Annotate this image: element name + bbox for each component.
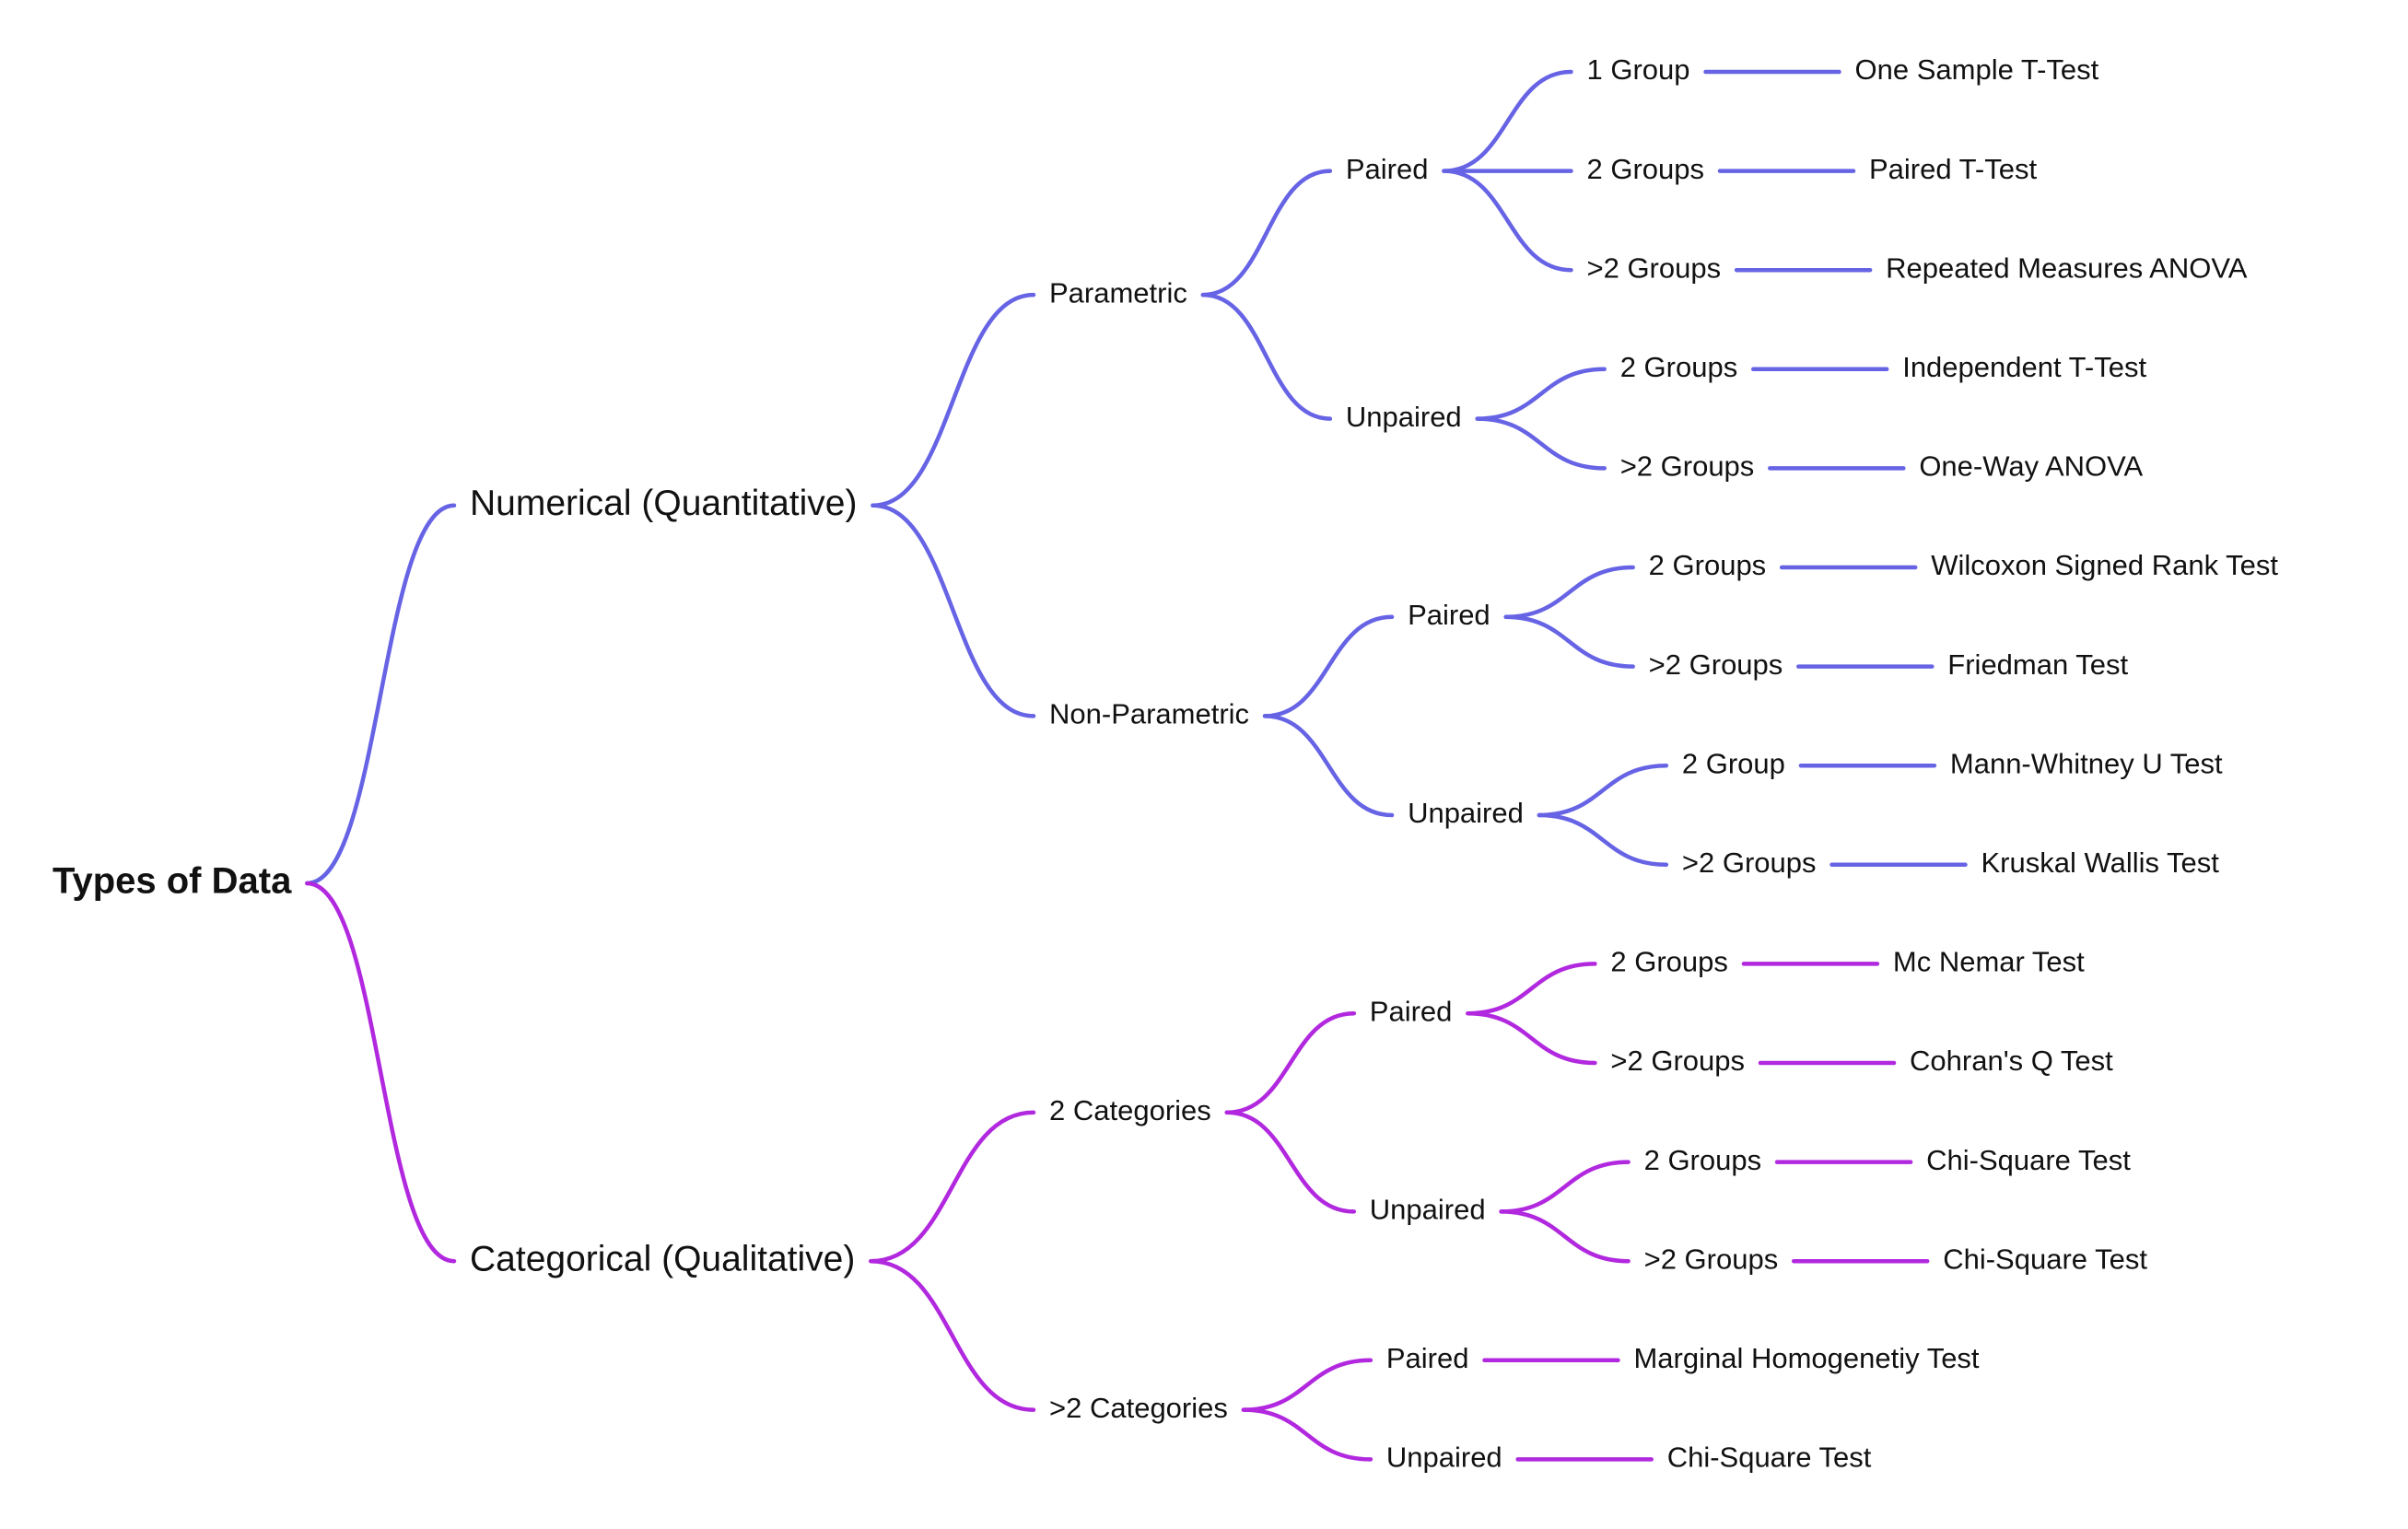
- node-paired: Paired: [1346, 153, 1429, 185]
- node-2-groups: 2 Groups: [1610, 946, 1728, 978]
- connector-types-of-data-to-numerical-quantitative: [305, 503, 457, 886]
- node-mc-nemar-test: Mc Nemar Test: [1893, 946, 2085, 978]
- node-2-groups: 2 Groups: [1644, 1144, 1762, 1176]
- root-node: Types of Data: [53, 861, 292, 902]
- node-friedman-test: Friedman Test: [1947, 648, 2128, 681]
- connector-paired-to-2-groups: [1466, 962, 1597, 1016]
- node-repeated-measures-anova: Repeated Measures ANOVA: [1886, 251, 2248, 284]
- connector-2-categories-to-paired: [1224, 1010, 1357, 1115]
- node-paired: Paired: [1408, 599, 1490, 631]
- node-gt2-groups: >2 Groups: [1610, 1045, 1745, 1077]
- node-parametric: Parametric: [1049, 276, 1187, 309]
- node-gt2-groups: >2 Groups: [1586, 251, 1721, 284]
- node-gt2-groups: >2 Groups: [1620, 450, 1755, 483]
- node-one-sample-t-test: One Sample T-Test: [1855, 53, 2099, 86]
- node-gt2-categories: >2 Categories: [1049, 1392, 1228, 1424]
- mind-map-edges: [305, 69, 1968, 1462]
- node-paired: Paired: [1370, 995, 1453, 1027]
- node-independent-t-test: Independent T-Test: [1902, 351, 2146, 383]
- connector-gt2-categories-to-paired: [1241, 1358, 1373, 1412]
- connector-non-parametric-to-unpaired: [1262, 714, 1395, 818]
- connector-paired-to-1-group: [1442, 69, 1573, 173]
- node-numerical-quantitative: Numerical (Quantitative): [470, 484, 857, 523]
- connector-unpaired-to-gt2-groups: [1475, 416, 1607, 471]
- node-one-way-anova: One-Way ANOVA: [1919, 450, 2143, 483]
- node-2-groups: 2 Groups: [1620, 351, 1738, 383]
- connector-types-of-data-to-categorical-qualitative: [305, 881, 457, 1264]
- node-paired-t-test: Paired T-Test: [1869, 153, 2037, 185]
- node-chi-square-test: Chi-Square Test: [1943, 1243, 2147, 1275]
- node-marginal-homogenetiy-test: Marginal Homogenetiy Test: [1633, 1342, 1979, 1374]
- node-cohran-s-q-test: Cohran's Q Test: [1910, 1045, 2113, 1077]
- node-1-group: 1 Group: [1586, 53, 1689, 86]
- connector-paired-to-gt2-groups: [1442, 169, 1573, 273]
- connector-categorical-qualitative-to-gt2-categories: [869, 1258, 1036, 1412]
- node-2-categories: 2 Categories: [1049, 1094, 1211, 1126]
- connector-unpaired-to-2-groups: [1499, 1160, 1631, 1214]
- connector-paired-to-2-groups: [1503, 565, 1635, 620]
- node-2-group: 2 Group: [1682, 747, 1785, 779]
- node-non-parametric: Non-Parametric: [1049, 698, 1249, 730]
- node-gt2-groups: >2 Groups: [1644, 1243, 1779, 1275]
- node-paired: Paired: [1386, 1342, 1469, 1374]
- node-chi-square-test: Chi-Square Test: [1926, 1144, 2131, 1176]
- connector-parametric-to-paired: [1200, 169, 1333, 298]
- node-unpaired: Unpaired: [1370, 1194, 1486, 1226]
- connector-gt2-categories-to-unpaired: [1241, 1407, 1373, 1462]
- connector-paired-to-gt2-groups: [1503, 614, 1635, 669]
- connector-unpaired-to-gt2-groups: [1537, 812, 1669, 868]
- connector-numerical-quantitative-to-non-parametric: [871, 503, 1036, 718]
- connector-2-categories-to-unpaired: [1224, 1110, 1357, 1214]
- node-chi-square-test: Chi-Square Test: [1667, 1441, 1872, 1474]
- connector-paired-to-gt2-groups: [1466, 1010, 1597, 1066]
- connector-unpaired-to-gt2-groups: [1499, 1209, 1631, 1264]
- node-categorical-qualitative: Categorical (Qualitative): [470, 1239, 855, 1278]
- connector-non-parametric-to-paired: [1262, 614, 1395, 718]
- connector-numerical-quantitative-to-parametric: [871, 292, 1036, 508]
- node-gt2-groups: >2 Groups: [1649, 648, 1783, 681]
- connector-categorical-qualitative-to-2-categories: [869, 1110, 1036, 1264]
- node-unpaired: Unpaired: [1346, 401, 1462, 433]
- connector-parametric-to-unpaired: [1200, 292, 1333, 421]
- node-kruskal-wallis-test: Kruskal Wallis Test: [1981, 846, 2220, 879]
- mind-map-labels: Types of Data Numerical (Quantitative) Par…: [53, 53, 2278, 1473]
- node-mann-whitney-u-test: Mann-Whitney U Test: [1950, 747, 2223, 779]
- node-gt2-groups: >2 Groups: [1682, 846, 1817, 879]
- node-2-groups: 2 Groups: [1586, 153, 1704, 185]
- node-unpaired: Unpaired: [1386, 1441, 1502, 1474]
- node-2-groups: 2 Groups: [1649, 549, 1767, 581]
- connector-unpaired-to-2-group: [1537, 763, 1669, 818]
- node-wilcoxon-signed-rank-test: Wilcoxon Signed Rank Test: [1931, 549, 2278, 581]
- connector-unpaired-to-2-groups: [1475, 367, 1607, 421]
- node-unpaired: Unpaired: [1408, 797, 1524, 829]
